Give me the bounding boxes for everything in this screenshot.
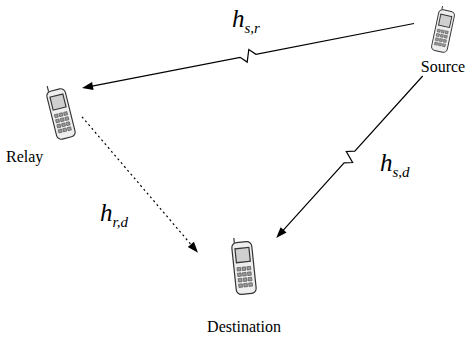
channel-label: hs,r xyxy=(232,6,260,41)
node-label: Relay xyxy=(6,148,82,166)
node-label: Source xyxy=(414,58,472,76)
device-node: Source xyxy=(414,6,472,76)
channel-link xyxy=(82,117,198,253)
device-node: Destination xyxy=(198,238,290,336)
channel-label: hs,d xyxy=(380,150,410,185)
phone-icon xyxy=(224,238,264,298)
phone-icon xyxy=(42,84,80,144)
channel-label: hr,d xyxy=(100,200,128,235)
channel-link xyxy=(276,76,423,238)
phone-icon xyxy=(427,6,459,56)
node-label: Destination xyxy=(198,318,290,336)
device-node: Relay xyxy=(6,84,82,166)
